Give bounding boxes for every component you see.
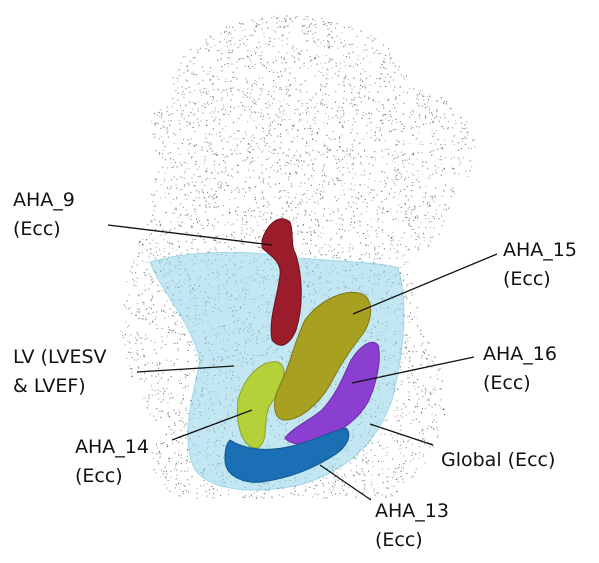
label-global-line1: Global (Ecc) [441,446,555,475]
label-lv: LV (LVESV & LVEF) [13,343,107,401]
label-aha15-line2: (Ecc) [503,265,577,294]
label-lv-line1: LV (LVESV [13,343,107,372]
leader-global [370,424,433,445]
label-aha15: AHA_15 (Ecc) [503,236,577,294]
label-aha14-line1: AHA_14 [75,433,149,462]
label-aha16-line1: AHA_16 [483,340,557,369]
label-aha13-line1: AHA_13 [375,497,449,526]
label-aha14-line2: (Ecc) [75,462,149,491]
label-lv-line2: & LVEF) [13,372,107,401]
label-aha9-line2: (Ecc) [13,215,75,244]
label-aha9: AHA_9 (Ecc) [13,186,75,244]
leader-aha13 [320,465,371,500]
label-aha15-line1: AHA_15 [503,236,577,265]
label-aha13: AHA_13 (Ecc) [375,497,449,555]
leader-aha9 [108,225,272,245]
label-aha14: AHA_14 (Ecc) [75,433,149,491]
label-aha9-line1: AHA_9 [13,186,75,215]
label-aha16-line2: (Ecc) [483,369,557,398]
label-aha13-line2: (Ecc) [375,526,449,555]
label-aha16: AHA_16 (Ecc) [483,340,557,398]
label-global: Global (Ecc) [441,446,555,475]
